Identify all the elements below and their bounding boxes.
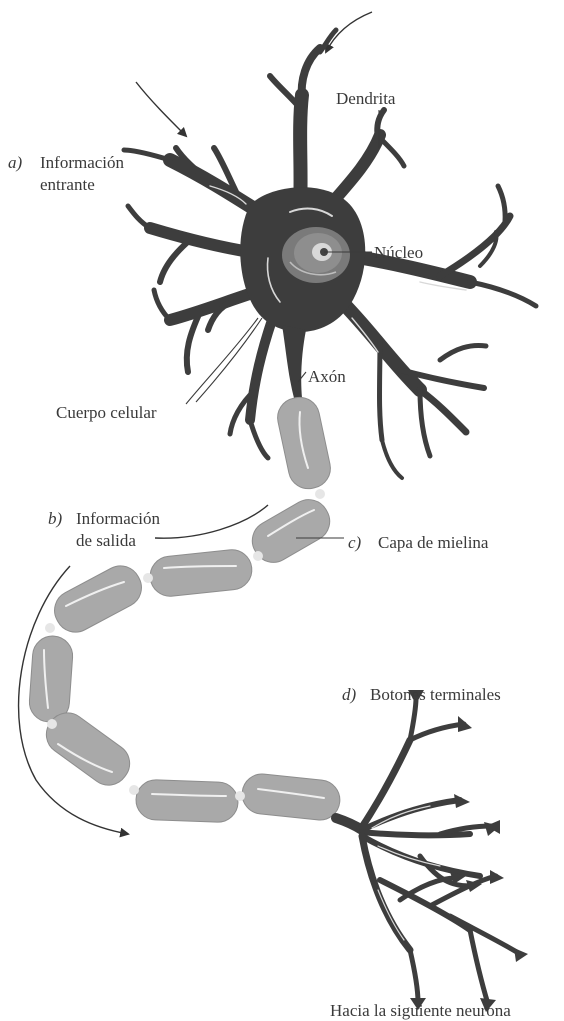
myelin-segment [240,772,342,822]
label-d-letter: d) [342,685,357,704]
label-a-line2: entrante [40,175,95,194]
label-b-line2: de salida [76,531,136,550]
myelin-segment [135,779,238,823]
output-lead-line [155,505,268,538]
label-a-letter: a) [8,153,23,172]
label-c-text: Capa de mielina [378,533,489,552]
myelin-segment [148,548,254,598]
nucleus [282,227,350,283]
axon-hillock [282,325,306,398]
cuerpo-leader-2 [186,318,258,404]
incoming-arrow-left [136,82,186,136]
axon-terminal [336,690,528,1012]
label-d-text: Botones terminales [370,685,501,704]
myelin-segment [48,559,149,639]
label-c-letter: c) [348,533,362,552]
label-a-line1: Información [40,153,125,172]
myelin-sheath [28,394,342,823]
label-cuerpo-celular: Cuerpo celular [56,403,157,422]
label-nucleo: Núcleo [374,243,423,262]
myelin-segment [274,394,334,493]
myelin-segment [38,705,137,793]
label-siguiente-neurona: Hacia la siguiente neurona [330,1001,511,1020]
label-axon: Axón [308,367,346,386]
myelin-segment [28,635,74,724]
label-b-letter: b) [48,509,63,528]
label-dendrita: Dendrita [336,89,396,108]
label-b-line1: Información [76,509,161,528]
